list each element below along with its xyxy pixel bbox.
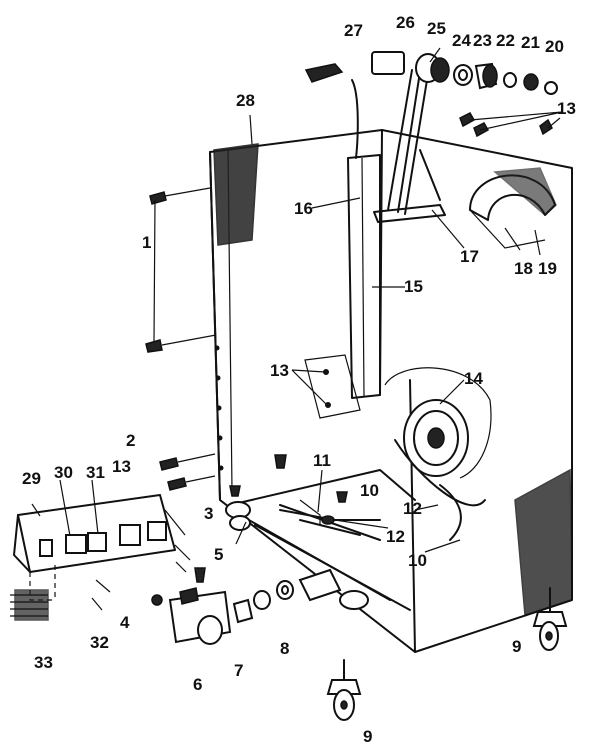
callout-13-middle: 13 (270, 361, 289, 380)
callout-2: 2 (126, 431, 135, 450)
callout-23: 23 (473, 31, 492, 50)
callout-26: 26 (396, 13, 415, 32)
fitting-parts (232, 580, 294, 624)
callout-4: 4 (120, 613, 130, 632)
drum-guard (469, 167, 557, 249)
middle-bracket (304, 354, 361, 419)
leader-lines (31, 47, 563, 553)
callout-15: 15 (404, 277, 423, 296)
callout-18: 18 (514, 259, 533, 278)
callout-32: 32 (90, 633, 109, 652)
callout-25: 25 (427, 19, 446, 38)
callout-11: 11 (313, 451, 331, 470)
callout-3: 3 (204, 504, 213, 523)
callout-24: 24 (452, 31, 471, 50)
callout-10-bottom: 10 (408, 551, 427, 570)
callout-16: 16 (294, 199, 313, 218)
callout-12-right: 12 (403, 499, 422, 518)
callout-6: 6 (193, 675, 202, 694)
loose-screws (145, 187, 348, 583)
callout-21: 21 (521, 33, 540, 52)
callout-17: 17 (460, 247, 479, 266)
cabinet (209, 129, 573, 653)
callout-8: 8 (280, 639, 289, 658)
callout-28: 28 (236, 91, 255, 110)
callout-5: 5 (214, 545, 223, 564)
callout-13-top: 13 (557, 99, 576, 118)
callout-27: 27 (344, 21, 363, 40)
callout-31: 31 (86, 463, 105, 482)
base-assembly (225, 469, 416, 611)
blower-assembly (384, 367, 492, 507)
callout-33: 33 (34, 653, 53, 672)
callout-20: 20 (545, 37, 564, 56)
panel-screws (91, 509, 191, 611)
caster-right (532, 587, 568, 651)
callout-22: 22 (496, 31, 515, 50)
top-idler-group (304, 51, 450, 159)
callout-9-bottom: 9 (363, 727, 372, 746)
callout-1: 1 (142, 233, 151, 252)
caster-bottom (326, 659, 362, 721)
callout-10-top: 10 (360, 481, 379, 500)
timer-switch (151, 587, 232, 645)
belt (387, 69, 429, 215)
duct-assembly (347, 149, 446, 399)
control-panel (10, 494, 176, 621)
callout-29: 29 (22, 469, 41, 488)
callout-labels: 1 2 3 4 5 6 7 8 9 9 10 10 11 12 12 13 13… (22, 13, 576, 746)
callout-12-left: 12 (386, 527, 405, 546)
callout-7: 7 (234, 661, 243, 680)
callout-14: 14 (464, 369, 483, 388)
callout-30: 30 (54, 463, 73, 482)
callout-9-right: 9 (512, 637, 521, 656)
callout-13-left: 13 (112, 457, 131, 476)
bearing-parts (453, 62, 558, 95)
callout-19: 19 (538, 259, 557, 278)
